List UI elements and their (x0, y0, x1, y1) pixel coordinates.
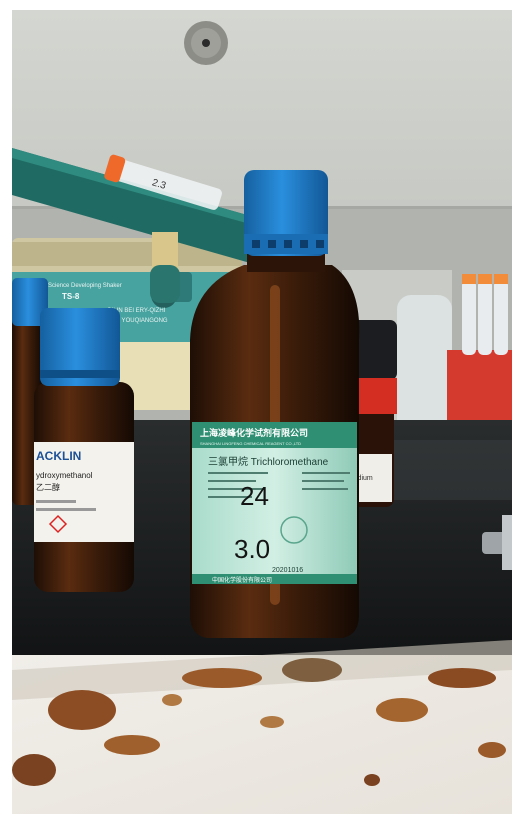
shaker-maker-1: QILIN BEI ERY-QIZHI (107, 308, 166, 314)
main-label-footer: 中国化学股份有限公司 (212, 576, 272, 584)
left-bottle-brand: ACKLIN (36, 449, 81, 463)
tube-label: 2.3 (151, 177, 168, 192)
main-bottle-label (192, 422, 357, 584)
handwriting-1: 24 (240, 481, 269, 511)
rusty-bench-edge (12, 640, 512, 814)
main-label-product: 三氯甲烷 Trichloromethane (208, 455, 329, 468)
main-label-date: 20201016 (272, 567, 303, 574)
left-bottle-name: ydroxymethanol (36, 471, 93, 480)
right-bottle-label: Sodium (349, 475, 373, 482)
wall-socket-icon (184, 21, 228, 65)
shaker-model: TS-8 (62, 292, 80, 301)
shaker-arm (12, 148, 257, 303)
shaker-brand: Science Developing Shaker (48, 283, 122, 289)
label-seal-icon (280, 516, 308, 544)
lab-bench-photo: Science Developing Shaker TS-8 QILIN BEI… (12, 10, 512, 814)
metal-fitting (482, 515, 512, 570)
main-label-header-en: SHANGHAI LINGFENG CHEMICAL REAGENT CO.,L… (200, 441, 301, 446)
left-bottle-sub: 乙二醇 (36, 482, 60, 492)
main-label-header: 上海凌峰化学试剂有限公司 (200, 427, 308, 438)
shaker-maker-2: CAO YOUQIANGONG (107, 318, 168, 324)
handwriting-2: 3.0 (234, 534, 270, 564)
centrifuge-tube: 2.3 (104, 154, 222, 210)
main-reagent-bottle: 上海凌峰化学试剂有限公司 SHANGHAI LINGFENG CHEMICAL … (190, 170, 360, 638)
left-reagent-bottle: ACKLIN ydroxymethanol 乙二醇 (34, 308, 134, 592)
